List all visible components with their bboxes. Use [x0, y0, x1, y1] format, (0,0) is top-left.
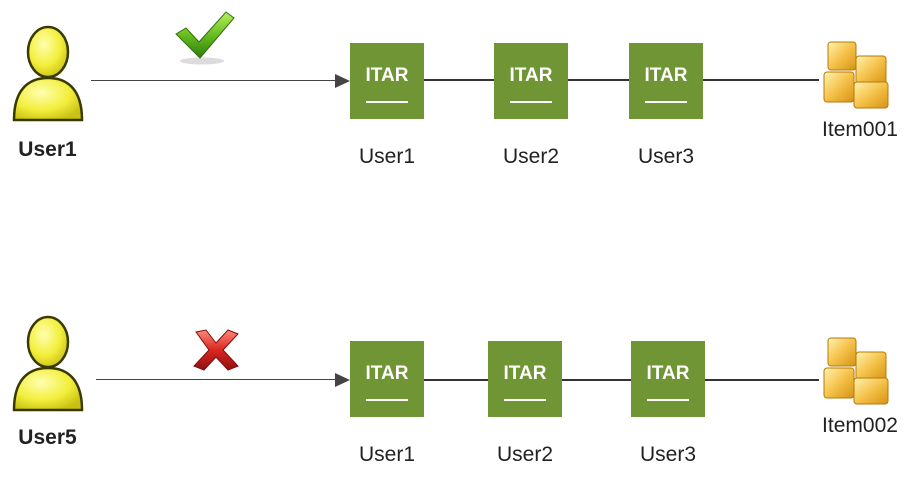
- itar-tag-label: ITAR: [365, 363, 409, 384]
- itar-tag-underline: [645, 101, 687, 103]
- itar-tag-underline: [504, 399, 546, 401]
- item-cubes-icon: [823, 41, 889, 109]
- tag-owner-label: User2: [502, 145, 560, 168]
- user-icon: [12, 25, 84, 122]
- itar-tag-underline: [647, 399, 689, 401]
- itar-tag-box: ITAR: [488, 341, 562, 417]
- tag-owner-label: User1: [358, 145, 416, 168]
- arrowhead: [335, 74, 350, 88]
- arrowhead: [335, 373, 350, 387]
- itar-tag-label: ITAR: [646, 363, 690, 384]
- user-name: User5: [18, 426, 77, 449]
- itar-tag-box: ITAR: [350, 341, 424, 417]
- tag-owner-label: User3: [637, 145, 695, 168]
- item-cubes-icon: [823, 337, 889, 405]
- access-arrow-line: [91, 80, 337, 81]
- access-arrow-line: [96, 379, 337, 380]
- itar-tag-box: ITAR: [350, 43, 424, 119]
- chain-connector: [705, 379, 819, 381]
- itar-tag-label: ITAR: [365, 65, 409, 86]
- itar-tag-label: ITAR: [644, 65, 688, 86]
- checkmark-icon: [175, 11, 235, 65]
- user-name: User1: [18, 138, 77, 161]
- chain-connector: [562, 379, 631, 381]
- access-row-1: User1 ITAR ITAR ITAR User1 User2 User3: [0, 0, 912, 200]
- item-name: Item001: [822, 118, 898, 141]
- itar-tag-box: ITAR: [631, 341, 705, 417]
- access-row-2: User5 ITAR ITAR ITAR User1 User2 User3: [0, 300, 912, 500]
- tag-owner-label: User1: [358, 443, 416, 466]
- cross-icon: [193, 329, 239, 371]
- itar-tag-underline: [510, 101, 552, 103]
- chain-connector: [568, 79, 629, 81]
- chain-connector: [424, 79, 494, 81]
- item-name: Item002: [822, 414, 898, 437]
- itar-tag-underline: [366, 399, 408, 401]
- chain-connector: [424, 379, 488, 381]
- itar-tag-box: ITAR: [494, 43, 568, 119]
- itar-tag-label: ITAR: [503, 363, 547, 384]
- chain-connector: [703, 79, 819, 81]
- itar-tag-label: ITAR: [509, 65, 553, 86]
- itar-tag-box: ITAR: [629, 43, 703, 119]
- tag-owner-label: User3: [639, 443, 697, 466]
- itar-tag-underline: [366, 101, 408, 103]
- tag-owner-label: User2: [496, 443, 554, 466]
- user-icon: [12, 315, 84, 412]
